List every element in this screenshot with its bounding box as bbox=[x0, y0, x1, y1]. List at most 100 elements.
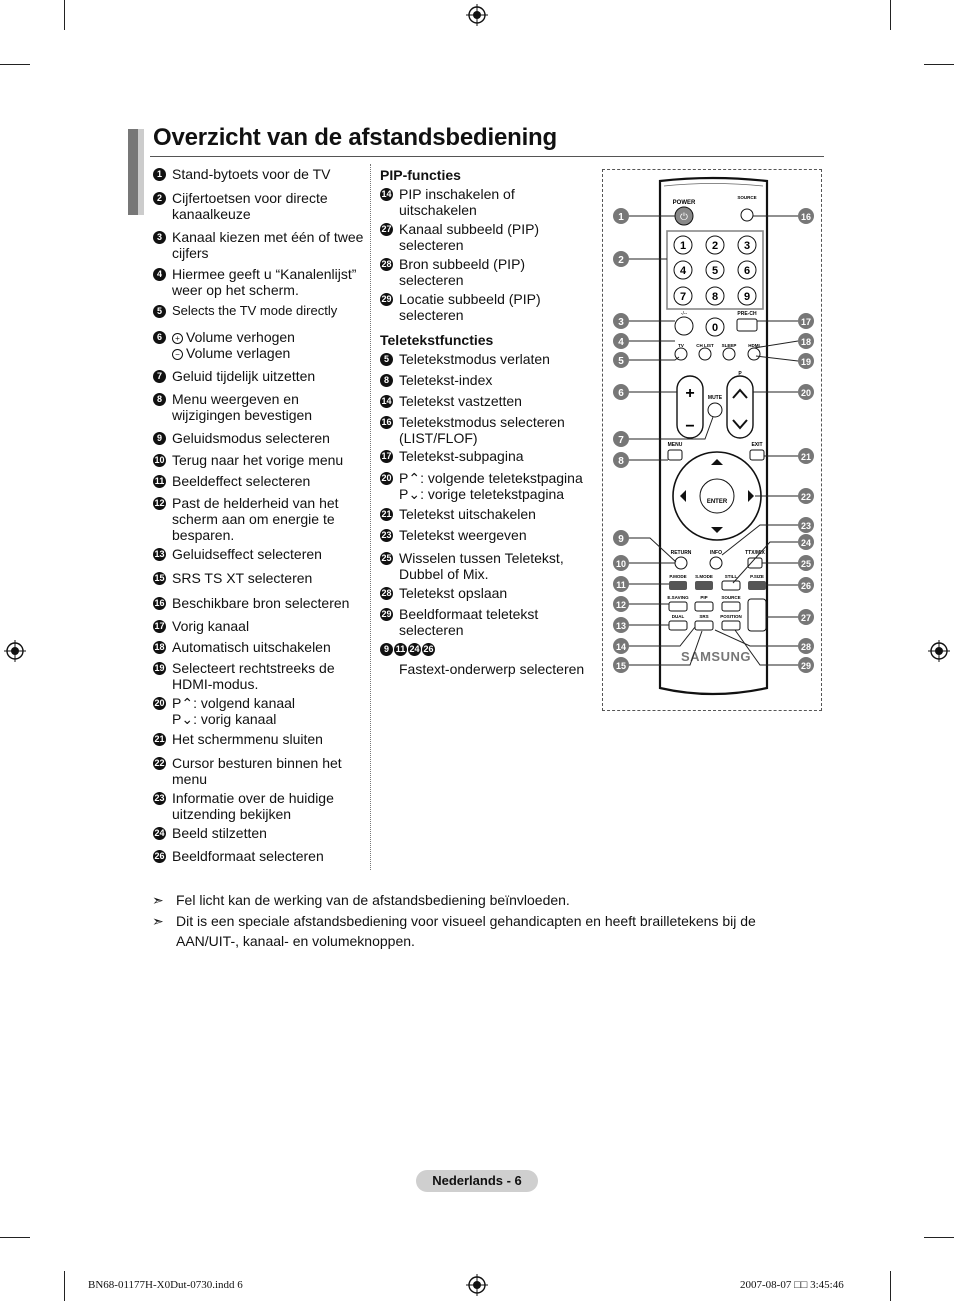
left-callouts: 1 2 3 4 5 6 7 8 9 10 11 12 13 14 15 bbox=[613, 208, 629, 673]
svg-text:2: 2 bbox=[618, 255, 624, 266]
svg-text:PRE-CH: PRE-CH bbox=[737, 311, 757, 317]
svg-text:13: 13 bbox=[616, 621, 626, 631]
source-button bbox=[740, 208, 754, 222]
svg-text:12: 12 bbox=[616, 600, 626, 610]
callout-number: 27 bbox=[380, 223, 393, 236]
volume-down-icon: − bbox=[172, 349, 183, 360]
svg-text:29: 29 bbox=[801, 661, 811, 671]
svg-text:3: 3 bbox=[618, 317, 624, 328]
right-callouts: 16 17 18 19 20 21 22 23 24 25 26 27 28 2… bbox=[798, 208, 814, 673]
registration-mark-icon bbox=[466, 1274, 488, 1296]
svg-text:22: 22 bbox=[801, 492, 811, 502]
svg-text:5: 5 bbox=[712, 265, 718, 277]
print-file-info: BN68-01177H-X0Dut-0730.indd 6 bbox=[88, 1279, 243, 1291]
svg-text:9: 9 bbox=[618, 534, 624, 545]
callout-number: 23 bbox=[380, 529, 393, 542]
svg-text:CH LIST: CH LIST bbox=[696, 343, 714, 348]
power-label: POWER bbox=[673, 200, 696, 206]
callout-number: 26 bbox=[153, 850, 166, 863]
power-icon: ⏻ bbox=[680, 212, 688, 223]
source-label: SOURCE bbox=[737, 195, 756, 200]
svg-text:9: 9 bbox=[744, 291, 750, 303]
callout-number: 15 bbox=[153, 572, 166, 585]
svg-text:21: 21 bbox=[801, 452, 811, 462]
volume-up-icon: + bbox=[172, 333, 183, 344]
svg-text:INFO: INFO bbox=[710, 550, 722, 556]
svg-text:1: 1 bbox=[680, 240, 686, 252]
teletext-section-heading: Teletekstfuncties bbox=[380, 332, 494, 348]
fastext-description: Fastext-onderwerp selecteren bbox=[399, 661, 585, 677]
svg-text:28: 28 bbox=[801, 642, 811, 652]
svg-text:PIP: PIP bbox=[700, 595, 707, 600]
svg-text:4: 4 bbox=[680, 265, 687, 277]
callout-number: 13 bbox=[153, 548, 166, 561]
svg-text:MUTE: MUTE bbox=[708, 395, 723, 401]
note-arrow-icon: ➣ bbox=[152, 913, 164, 929]
remote-control-illustration: POWER ⏻ SOURCE 1 2 3 4 5 6 7 8 9 0 -/-- … bbox=[613, 176, 814, 696]
callout-number: 9 bbox=[153, 432, 166, 445]
note-item: ➣ Dit is een speciale afstandsbediening … bbox=[152, 913, 756, 949]
callout-number: 22 bbox=[153, 757, 166, 770]
callout-number: 10 bbox=[153, 454, 166, 467]
svg-text:P: P bbox=[738, 371, 742, 377]
brand-logo: SAMSUNG bbox=[681, 649, 751, 664]
svg-text:8: 8 bbox=[712, 291, 718, 303]
svg-text:TTX/MIX: TTX/MIX bbox=[745, 550, 765, 556]
callout-number: 5 bbox=[380, 353, 393, 366]
svg-text:2: 2 bbox=[712, 240, 718, 252]
digit-buttons: 1 2 3 4 5 6 7 8 9 0 bbox=[673, 235, 757, 337]
note-item: ➣ Fel licht kan de werking van de afstan… bbox=[152, 892, 570, 908]
callout-number: 3 bbox=[153, 231, 166, 244]
svg-text:23: 23 bbox=[801, 521, 811, 531]
svg-text:6: 6 bbox=[744, 265, 750, 277]
svg-text:−: − bbox=[685, 418, 694, 435]
crop-mark bbox=[0, 1237, 30, 1238]
callout-number: 18 bbox=[153, 641, 166, 654]
registration-mark-icon bbox=[928, 640, 950, 662]
svg-text:STILL: STILL bbox=[725, 574, 738, 579]
svg-text:7: 7 bbox=[618, 435, 624, 446]
svg-text:-/--: -/-- bbox=[681, 311, 688, 317]
callout-number: 2 bbox=[153, 192, 166, 205]
channel-rocker bbox=[726, 375, 754, 439]
crop-mark bbox=[64, 1271, 65, 1301]
callout-number: 25 bbox=[380, 552, 393, 565]
registration-mark-icon bbox=[4, 640, 26, 662]
callout-number: 19 bbox=[153, 662, 166, 675]
list-item: 6+Volume verhogen−Volume verlagen bbox=[153, 329, 365, 361]
callout-number: 14 bbox=[380, 188, 393, 201]
remote-illustration-frame bbox=[602, 169, 822, 711]
callout-number: 20 bbox=[380, 472, 393, 485]
callout-number: 14 bbox=[380, 395, 393, 408]
callout-number: 4 bbox=[153, 268, 166, 281]
svg-text:3: 3 bbox=[744, 240, 750, 252]
callout-number: 20 bbox=[153, 697, 166, 710]
